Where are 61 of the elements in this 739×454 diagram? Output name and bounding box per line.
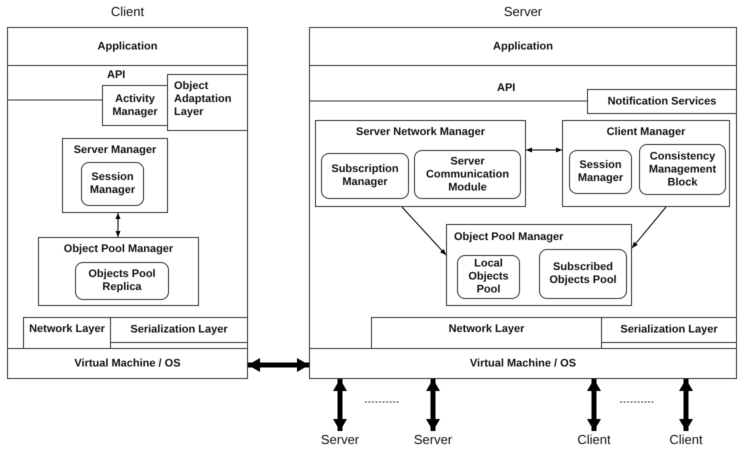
module-box [75,262,169,300]
box-label: Network Layer [448,323,526,336]
layer-box [371,317,602,349]
layer-label: API [497,82,516,94]
box-label: Object Pool Manager [454,231,564,244]
box-label: Application [96,40,158,53]
component-box [446,224,632,306]
component-box [315,120,526,207]
box-label: Object Adaptation Layer [174,80,232,119]
component-box [562,120,730,207]
box-label: Network Layer [28,323,106,336]
arrow [587,379,601,431]
layer-label: API [107,69,126,81]
module-box [569,150,632,194]
box-label: Session Manager [576,159,624,185]
arrow [526,148,562,152]
box-label: Activity Manager [111,92,159,118]
box-label: Virtual Machine / OS [73,357,182,370]
layer-box [102,85,168,126]
box-label: Virtual Machine / OS [468,357,578,370]
box-label: Subscribed Objects Pool [548,261,618,287]
module-box [81,162,144,206]
module-box [639,144,726,195]
box-label: Serialization Layer [619,324,719,336]
panel-heading: Server [502,4,544,19]
arrow [402,206,446,256]
box-label: Server Manager [72,144,158,157]
arrow [632,206,666,248]
arrow [248,358,309,372]
endpoint-label: Client [661,431,711,449]
layer-box [167,74,248,131]
box-label: Objects Pool Replica [87,268,157,294]
box-label: Session Manager [88,171,136,197]
box-label: Consistency Management Block [648,150,718,189]
arrow [679,379,693,431]
panel-heading: Client [110,4,146,19]
module-box [414,150,521,199]
arrow [426,379,440,431]
module-box [321,153,409,199]
box-label: Object Pool Manager [62,243,174,256]
component-box [38,237,199,306]
box-label: Notification Services [606,95,718,108]
arrow [116,212,120,238]
box-label: Client Manager [606,126,686,139]
box-label: Application [492,40,554,53]
layer-box [110,317,248,343]
box-label: Subscription Manager [330,163,400,189]
box-label: Local Objects Pool [467,258,510,296]
endpoint-label: Server [408,431,458,449]
layer-box [23,317,111,349]
layer-box [587,89,737,114]
endpoint-label: Server [315,431,365,449]
box-label: Server Network Manager [355,126,486,139]
module-box [457,255,520,299]
component-box [62,138,168,213]
box-label: Server Communication Module [424,155,510,194]
arrow [333,379,347,431]
endpoint-label: Client [569,431,619,449]
module-box [539,249,627,299]
layer-box [601,317,737,343]
box-label: Serialization Layer [129,324,229,336]
